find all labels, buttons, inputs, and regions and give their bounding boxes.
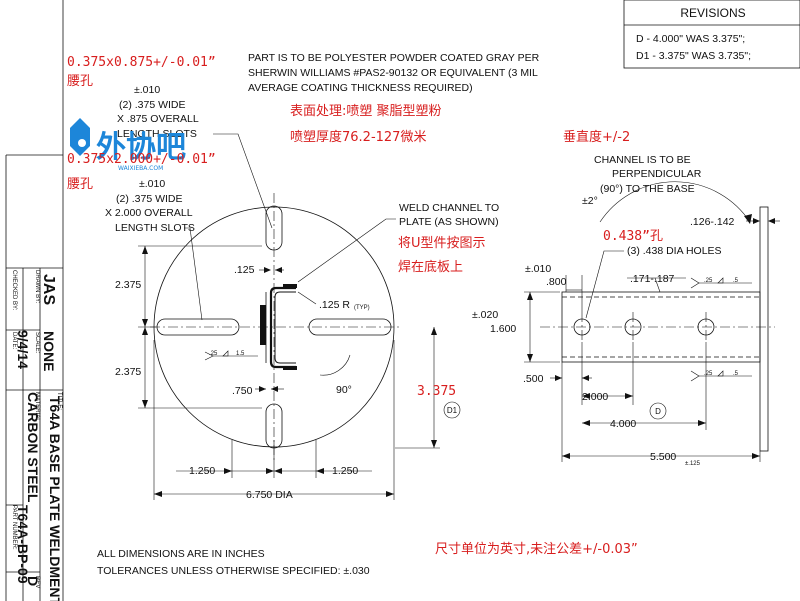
perp-tol: ±2° <box>582 195 598 207</box>
dim-500: .500 <box>523 373 544 385</box>
slot2-line-1: (2) .375 WIDE <box>116 193 183 205</box>
title-label: TITLE: <box>56 392 62 410</box>
side-view: 0.438”孔 (3) .438 DIA HOLES .126-.142 ±.0… <box>472 206 780 467</box>
perp-line-1: CHANNEL IS TO BE <box>594 154 691 166</box>
weld-line-2: PLATE (AS SHOWN) <box>399 216 499 228</box>
dim-1250-right: 1.250 <box>332 465 358 477</box>
rev-value: D <box>25 576 41 586</box>
dim-800-tol: ±.010 <box>525 263 551 275</box>
dim-5500-tol: ±.125 <box>685 461 701 467</box>
units-line-2: TOLERANCES UNLESS OTHERWISE SPECIFIED: ±… <box>97 565 370 577</box>
weld-line-1: WELD CHANNEL TO <box>399 202 499 214</box>
revisions-header: REVISIONS <box>680 6 745 20</box>
rev-callout-d: D <box>655 407 661 416</box>
sheet-border <box>5 0 64 601</box>
part-value: T64A-BP-09 <box>15 505 31 584</box>
weld-length-top: .5 <box>733 278 739 284</box>
slot2-cn-spec: 0.375x2.000+/-0.01” <box>67 152 216 167</box>
slot1-tol: ±.010 <box>134 84 160 96</box>
slot1-line-1: (2) .375 WIDE <box>119 99 186 111</box>
dim-1250-left: 1.250 <box>189 465 215 477</box>
dim-2375-bottom: 2.375 <box>115 366 141 378</box>
front-view-dimensions: 2.375 2.375 .125 .125 R (TYP) .25 1.5 .7… <box>115 245 461 501</box>
dim-126-142: .126-.142 <box>690 216 735 228</box>
scale-label: SCALE: <box>34 332 40 354</box>
coating-cn-line-2: 喷塑厚度76.2-127微米 <box>290 129 426 145</box>
material-value: CARBON STEEL <box>25 392 41 503</box>
watermark-logo: 外协吧 WAIXIEBA.COM <box>70 118 186 172</box>
dim-radius-typ: (TYP) <box>354 305 370 311</box>
revision-row-d: D - 4.000" WAS 3.375"; <box>636 33 745 45</box>
dim-2000: 2.000 <box>582 391 608 403</box>
coating-line-1: PART IS TO BE POLYESTER POWDER COATED GR… <box>248 52 540 64</box>
drawn-label: DRAWN BY: <box>34 270 40 304</box>
dim-800: .800 <box>546 276 567 288</box>
perp-line-2: PERPENDICULAR <box>612 168 702 180</box>
holes-note: (3) .438 DIA HOLES <box>627 245 722 257</box>
date-value: 9/4/14 <box>15 330 31 369</box>
drawn-value: JAS <box>40 274 57 305</box>
weld-cn-line-2: 焊在底板上 <box>398 259 463 275</box>
perp-cn: 垂直度+/-2 <box>563 129 630 145</box>
coating-line-3: AVERAGE COATING THICKNESS REQUIRED) <box>248 82 473 94</box>
dim-1600-tol: ±.020 <box>472 309 498 321</box>
coating-cn-line-1: 表面处理:喷塑 聚脂型塑粉 <box>290 104 442 119</box>
date-label: DATE: <box>11 332 17 350</box>
slot2-line-3: LENGTH SLOTS <box>115 222 195 234</box>
coating-note: PART IS TO BE POLYESTER POWDER COATED GR… <box>248 52 540 145</box>
slot2-cn-label: 腰孔 <box>67 177 93 192</box>
slot1-line-2: X .875 OVERALL <box>117 113 199 125</box>
rev-label: REV <box>34 576 40 588</box>
watermark-text: 外协吧 <box>96 130 186 165</box>
slot1-cn-label: 腰孔 <box>67 74 93 89</box>
dim-125: .125 <box>234 264 255 276</box>
perp-line-3: (90°) TO THE BASE <box>600 183 695 195</box>
checked-label: CHECKED BY: <box>11 270 17 311</box>
scale-value: NONE <box>41 331 57 371</box>
weld-size-top: .25 <box>704 278 713 284</box>
coating-line-2: SHERWIN WILLIAMS #PAS2-90132 OR EQUIVALE… <box>248 67 538 79</box>
units-cn: 尺寸单位为英寸,未注公差+/-0.03” <box>435 542 638 557</box>
weld-size-bottom: .25 <box>704 371 713 377</box>
dim-radius: .125 R <box>319 299 350 311</box>
slot2-line-2: X 2.000 OVERALL <box>105 207 193 219</box>
weld-note: WELD CHANNEL TO PLATE (AS SHOWN) 将U型件按图示… <box>297 202 499 283</box>
perpendicular-note: 垂直度+/-2 CHANNEL IS TO BE PERPENDICULAR (… <box>563 129 752 224</box>
weld-cn-line-1: 将U型件按图示 <box>398 236 486 251</box>
general-notes: 尺寸单位为英寸,未注公差+/-0.03” ALL DIMENSIONS ARE … <box>97 542 638 577</box>
dim-90: 90° <box>336 384 352 396</box>
dim-5500: 5.500 <box>650 451 676 463</box>
units-line-1: ALL DIMENSIONS ARE IN INCHES <box>97 548 265 560</box>
dim-4000: 4.000 <box>610 418 636 430</box>
dim-750: .750 <box>232 385 253 397</box>
revisions-block: REVISIONS D - 4.000" WAS 3.375"; D1 - 3.… <box>623 0 800 69</box>
title-block: CHECKED BY: DRAWN BY: JAS SCALE: NONE DA… <box>6 268 63 601</box>
slot1-line-3: LENGTH SLOTS <box>117 128 197 140</box>
slot2-tol: ±.010 <box>139 178 165 190</box>
dim-171-187: .171-.187 <box>630 273 675 285</box>
title-value: T64A BASE PLATE WELDMENT <box>47 396 63 601</box>
dim-2375-top: 2.375 <box>115 279 141 291</box>
weld-size-left: .25 <box>209 351 218 357</box>
weld-length-bottom: .5 <box>733 371 739 377</box>
dim-6750: 6.750 DIA <box>246 489 293 501</box>
rev-callout-d1: D1 <box>447 406 458 415</box>
revision-row-d1: D1 - 3.375" WAS 3.735"; <box>636 50 751 62</box>
slot1-cn-spec: 0.375x0.875+/-0.01” <box>67 55 216 70</box>
dim-3375: 3.375 <box>417 384 456 399</box>
slot-note-1: 0.375x0.875+/-0.01” 腰孔 ±.010 (2) .375 WI… <box>67 55 273 229</box>
dim-1600: 1.600 <box>490 323 516 335</box>
slot-note-2: 0.375x2.000+/-0.01” 腰孔 ±.010 (2) .375 WI… <box>67 152 216 321</box>
weld-length-left: 1.5 <box>236 351 245 357</box>
material-label: MATERIAL <box>34 392 40 422</box>
part-label: PART NUMBER: <box>11 505 17 550</box>
watermark-sub: WAIXIEBA.COM <box>118 165 163 172</box>
holes-cn: 0.438”孔 <box>603 229 663 244</box>
